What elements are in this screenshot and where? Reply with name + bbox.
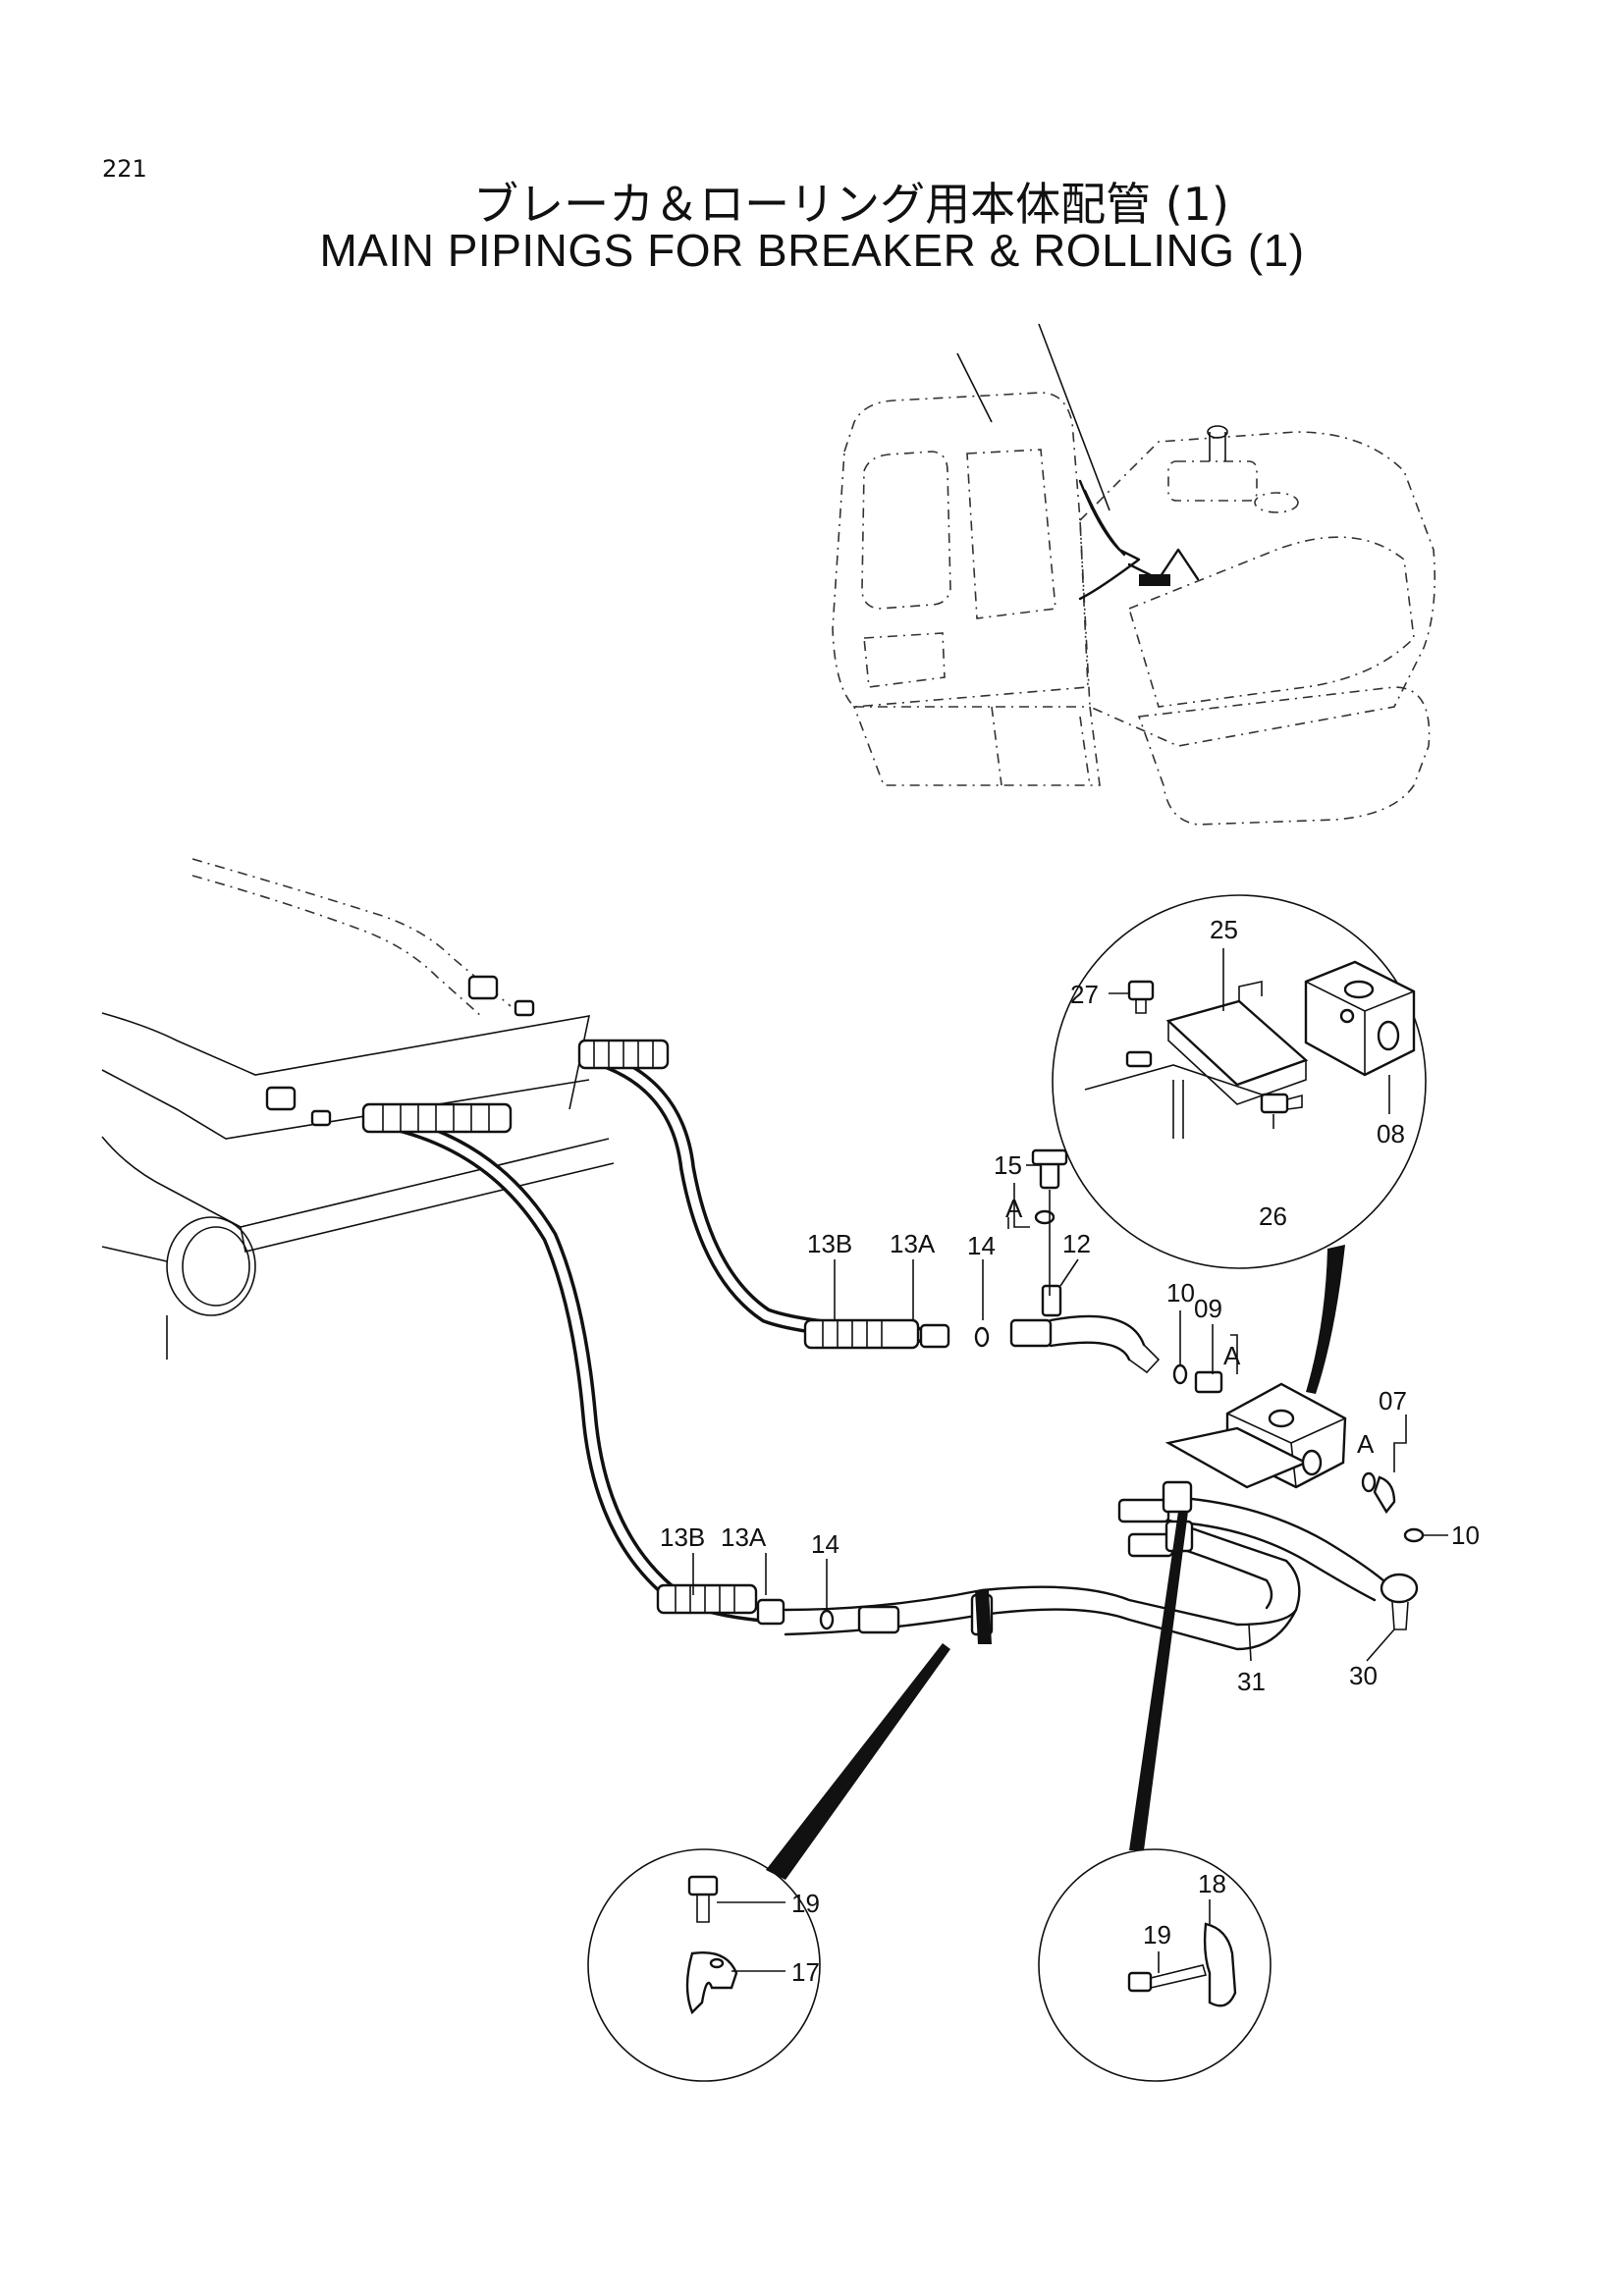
excavator-overview bbox=[832, 323, 1436, 826]
callout-18: 18 bbox=[1198, 1869, 1226, 1898]
callout-26: 26 bbox=[1259, 1201, 1287, 1231]
leader-lines bbox=[692, 948, 1448, 1973]
callout-12: 12 bbox=[1062, 1229, 1091, 1258]
lower-hose-assembly bbox=[361, 1102, 785, 1626]
title-japanese: ブレーカ＆ローリング用本体配管 (1) bbox=[473, 178, 1229, 231]
callout-25: 25 bbox=[1210, 915, 1238, 944]
callout-14-lower: 14 bbox=[811, 1529, 839, 1559]
callout-09: 09 bbox=[1194, 1294, 1222, 1323]
callout-labels: 25 27 08 26 15 A 13B 13A 14 12 10 09 A 0… bbox=[660, 915, 1480, 1987]
callout-30: 30 bbox=[1349, 1661, 1378, 1690]
upper-hose-assembly bbox=[265, 975, 950, 1350]
callout-13a-upper: 13A bbox=[890, 1229, 936, 1258]
callout-a-2: A bbox=[1223, 1341, 1241, 1370]
callout-17: 17 bbox=[791, 1957, 820, 1987]
callout-08: 08 bbox=[1377, 1119, 1405, 1148]
page-number: 221 bbox=[102, 155, 147, 183]
callout-13a-lower: 13A bbox=[721, 1522, 767, 1552]
callout-31: 31 bbox=[1237, 1667, 1266, 1696]
callout-19-left: 19 bbox=[791, 1889, 820, 1918]
callout-15: 15 bbox=[994, 1150, 1022, 1180]
pipe-12-assembly bbox=[974, 1148, 1223, 1394]
callout-19-right: 19 bbox=[1143, 1920, 1171, 1949]
detail-circle-clamp-18 bbox=[1038, 1512, 1272, 2082]
callout-a-3: A bbox=[1357, 1429, 1375, 1459]
callout-13b-lower: 13B bbox=[660, 1522, 705, 1552]
title-english: MAIN PIPINGS FOR BREAKER & ROLLING (1) bbox=[319, 225, 1305, 276]
callout-a-1: A bbox=[1005, 1194, 1023, 1223]
callout-27: 27 bbox=[1070, 980, 1099, 1009]
callout-07: 07 bbox=[1379, 1386, 1407, 1415]
callout-13b-upper: 13B bbox=[807, 1229, 852, 1258]
boom-outline bbox=[101, 858, 615, 1360]
callout-10-upper: 10 bbox=[1166, 1278, 1195, 1308]
callout-14-upper: 14 bbox=[967, 1231, 996, 1260]
detail-circle-valve bbox=[1052, 894, 1427, 1394]
valve-block-assembly bbox=[784, 1382, 1425, 1651]
detail-circle-clamp-17 bbox=[587, 1643, 950, 2082]
callout-10-right: 10 bbox=[1451, 1521, 1480, 1550]
